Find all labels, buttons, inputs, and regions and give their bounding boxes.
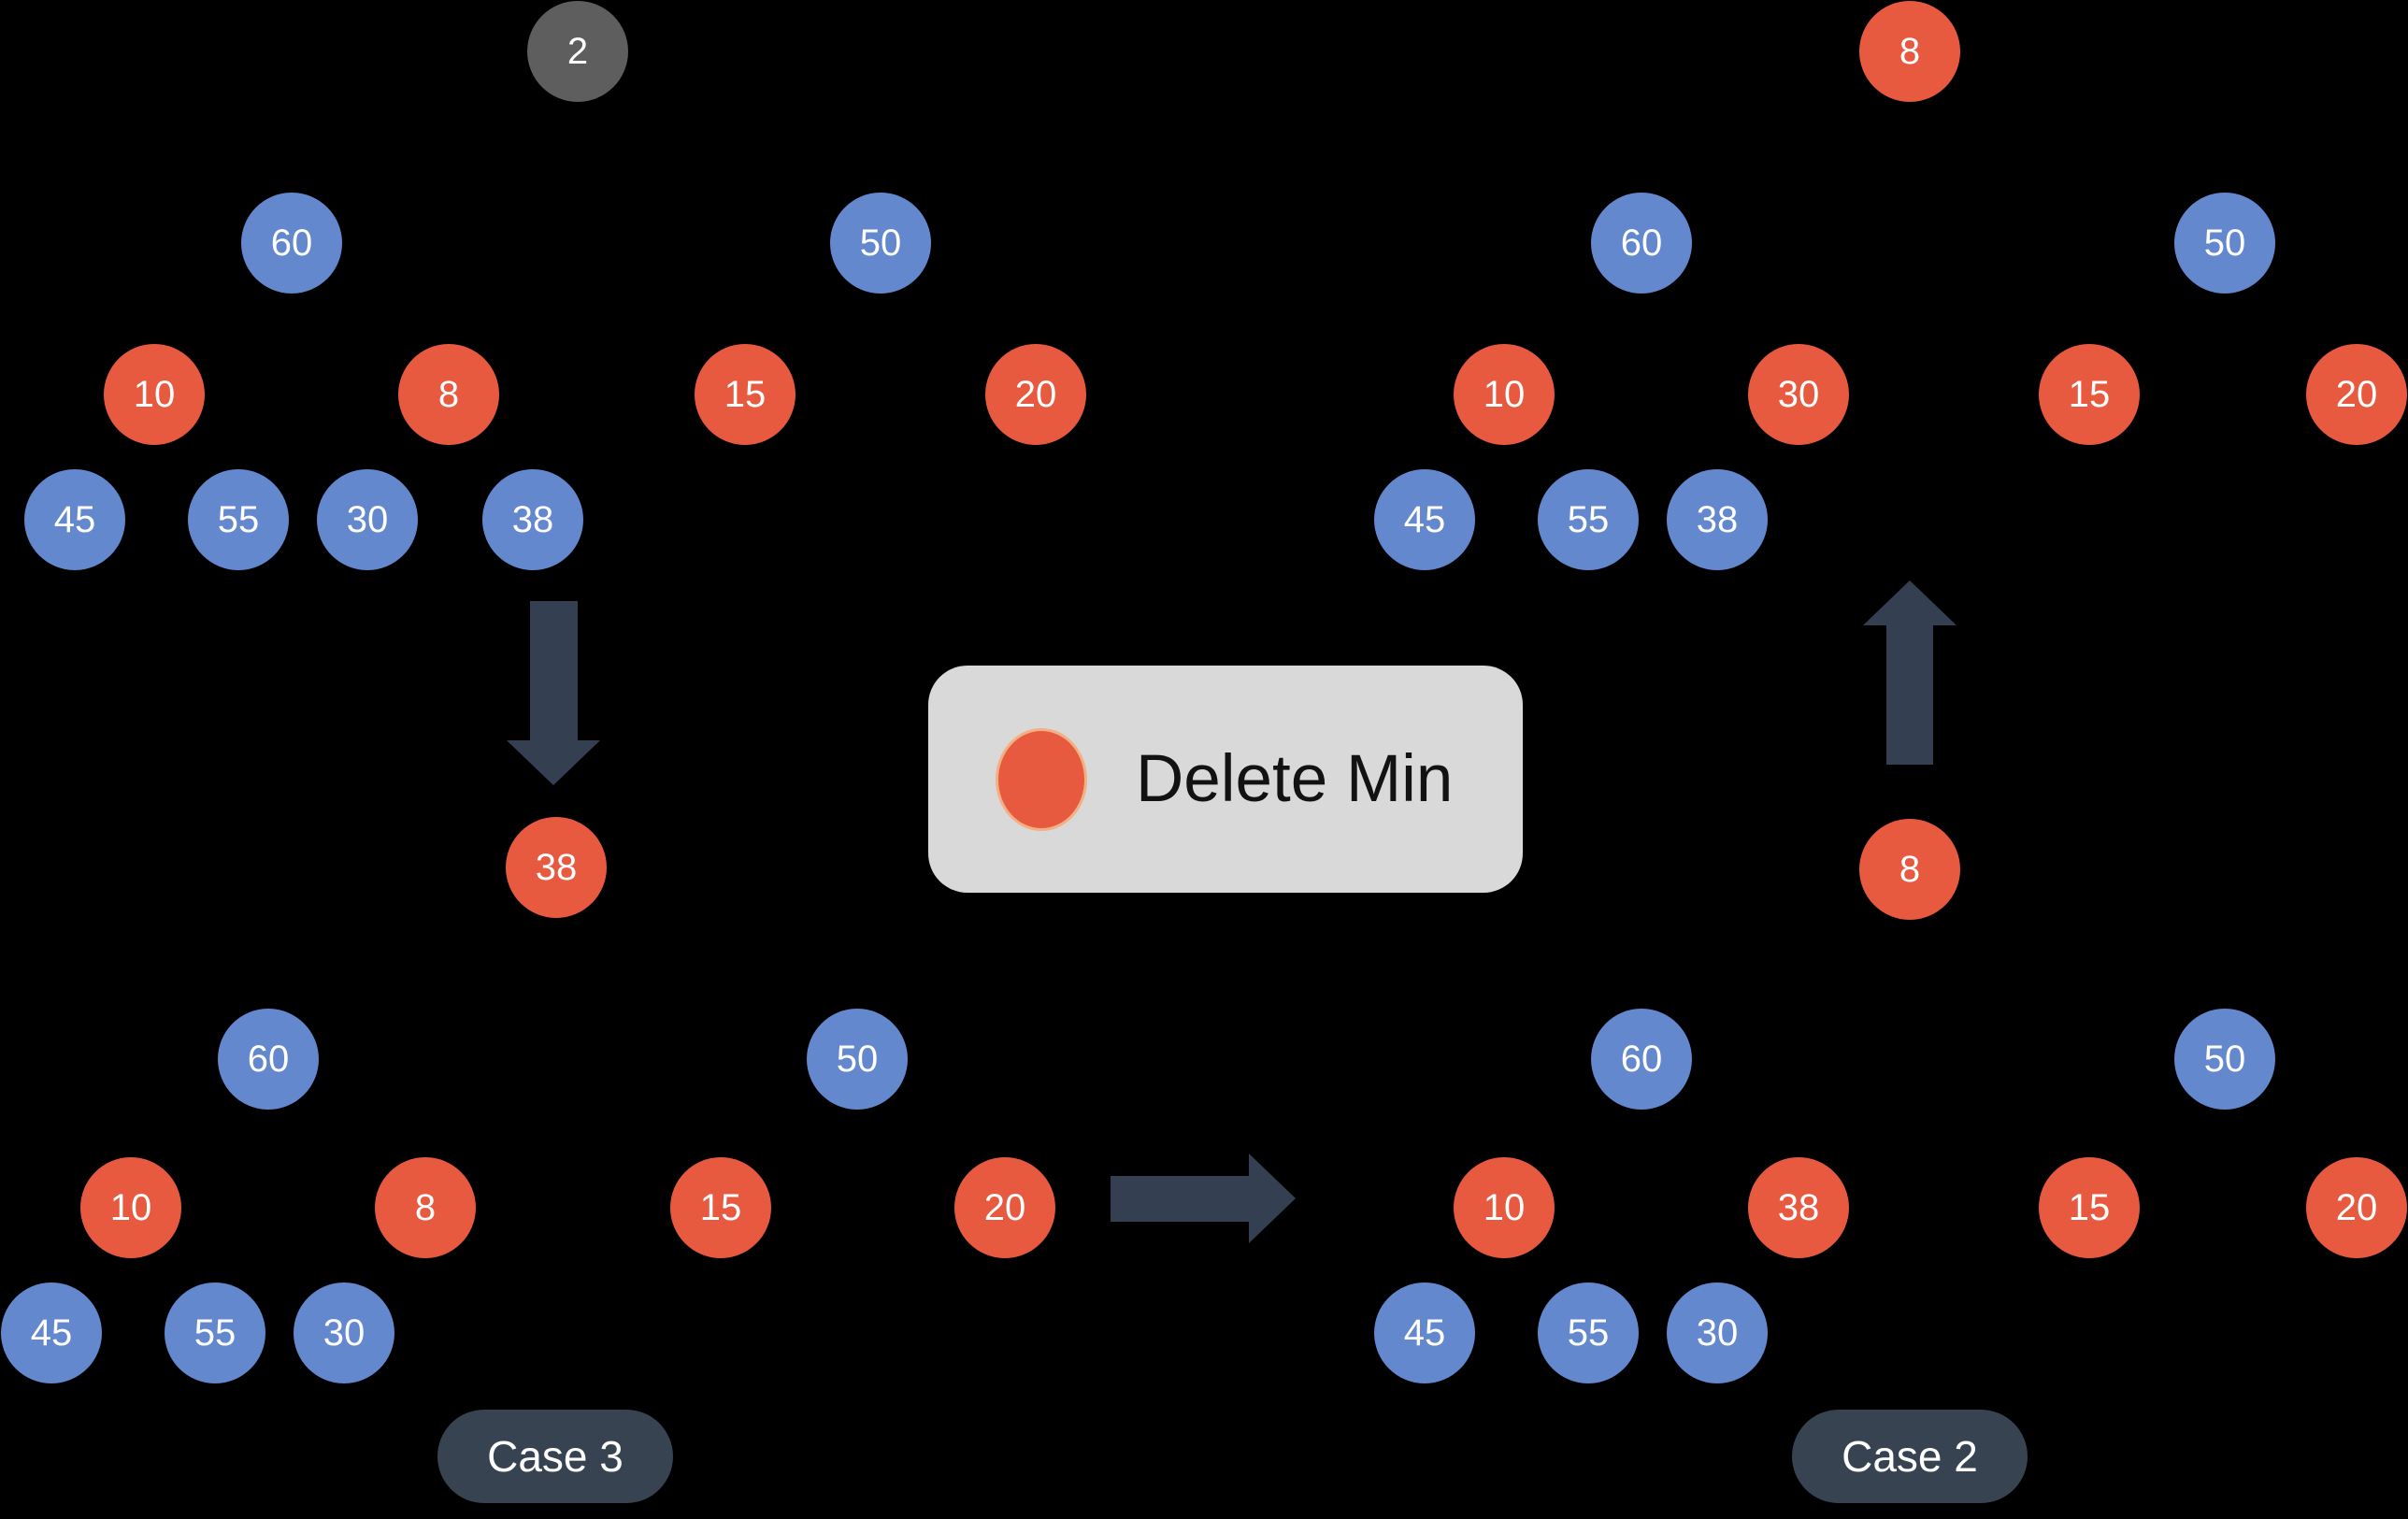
heap-node-38: 38	[1667, 469, 1768, 570]
red-circle-icon	[996, 727, 1087, 831]
heap-node-10: 10	[1454, 344, 1555, 445]
heap-node-10: 10	[80, 1157, 181, 1258]
heap-node-50: 50	[2174, 1009, 2275, 1110]
heap-node-8: 8	[1859, 819, 1960, 920]
down-arrow	[507, 601, 601, 785]
heap-node-8: 8	[375, 1157, 476, 1258]
heap-node-8: 8	[398, 344, 499, 445]
down-arrow-shaft	[530, 601, 578, 741]
heap-node-20: 20	[2306, 344, 2407, 445]
heap-node-55: 55	[165, 1283, 265, 1383]
heap-node-55: 55	[1538, 469, 1639, 570]
heap-node-10: 10	[104, 344, 205, 445]
heap-node-50: 50	[807, 1009, 908, 1110]
heap-node-55: 55	[188, 469, 289, 570]
heap-node-55: 55	[1538, 1283, 1639, 1383]
heap-node-20: 20	[2306, 1157, 2407, 1258]
case-3-badge: Case 3	[437, 1410, 673, 1503]
heap-node-20: 20	[954, 1157, 1055, 1258]
right-arrow-head	[1249, 1154, 1296, 1243]
right-arrow-shaft	[1111, 1176, 1250, 1222]
heap-node-15: 15	[2039, 344, 2140, 445]
heap-node-60: 60	[218, 1009, 319, 1110]
heap-node-15: 15	[2039, 1157, 2140, 1258]
heap-node-30: 30	[1667, 1283, 1768, 1383]
up-arrow	[1863, 580, 1956, 765]
heap-node-38: 38	[482, 469, 583, 570]
heap-node-45: 45	[24, 469, 125, 570]
heap-node-50: 50	[830, 193, 931, 294]
case-2-badge: Case 2	[1792, 1410, 2028, 1503]
right-arrow	[1111, 1154, 1296, 1244]
heap-node-60: 60	[1591, 193, 1692, 294]
heap-node-38: 38	[506, 817, 607, 918]
heap-node-45: 45	[1374, 1283, 1475, 1383]
heap-node-30: 30	[1748, 344, 1849, 445]
heap-node-20: 20	[985, 344, 1086, 445]
heap-node-60: 60	[241, 193, 342, 294]
heap-node-2: 2	[527, 1, 628, 102]
down-arrow-head	[507, 740, 600, 785]
heap-node-30: 30	[294, 1283, 394, 1383]
heap-node-45: 45	[1, 1283, 102, 1383]
heap-node-30: 30	[317, 469, 418, 570]
heap-node-60: 60	[1591, 1009, 1692, 1110]
heap-node-45: 45	[1374, 469, 1475, 570]
legend-label: Delete Min	[1136, 742, 1454, 816]
heap-node-15: 15	[670, 1157, 771, 1258]
up-arrow-shaft	[1886, 624, 1933, 765]
heap-node-50: 50	[2174, 193, 2275, 294]
heap-node-10: 10	[1454, 1157, 1555, 1258]
heap-node-15: 15	[695, 344, 796, 445]
heap-node-8: 8	[1859, 1, 1960, 102]
legend: Delete Min	[928, 666, 1523, 893]
up-arrow-head	[1863, 580, 1956, 625]
heap-node-38: 38	[1748, 1157, 1849, 1258]
